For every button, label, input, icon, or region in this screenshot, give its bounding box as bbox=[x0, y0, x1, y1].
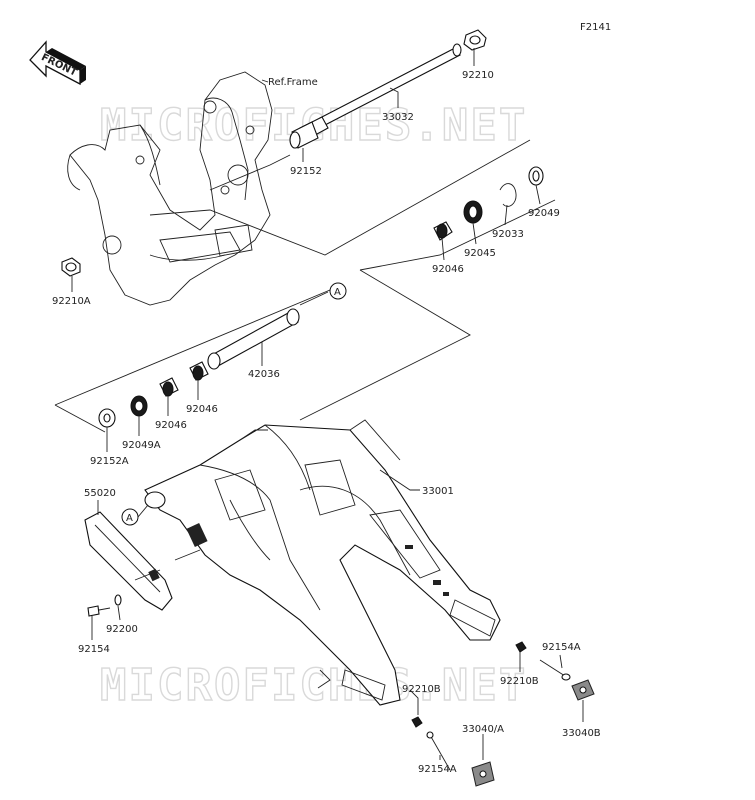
nut-92210a bbox=[61, 257, 81, 277]
chain-adjuster-33040a bbox=[471, 761, 495, 787]
part-label-92045: 92045 bbox=[464, 248, 496, 259]
nut-92210-top bbox=[463, 29, 487, 51]
bearing-stack-right bbox=[433, 166, 544, 241]
sleeve-42036 bbox=[207, 308, 300, 370]
part-label-92154a-bottom: 92154A bbox=[418, 764, 457, 775]
frame-reference bbox=[67, 71, 273, 306]
nut-92210b-left bbox=[411, 716, 423, 728]
chain-adjuster-33040b bbox=[571, 679, 595, 701]
callout-a-bottom: A bbox=[121, 504, 149, 526]
part-label-92152: 92152 bbox=[290, 166, 322, 177]
nut-92210b-right bbox=[515, 641, 527, 653]
leader-lines bbox=[71, 48, 584, 760]
bolt-92154a-bottom bbox=[426, 731, 451, 771]
part-label-92200: 92200 bbox=[106, 624, 138, 635]
part-label-55020: 55020 bbox=[84, 488, 116, 499]
bolt-92154-left bbox=[87, 605, 111, 617]
part-label-92033: 92033 bbox=[492, 229, 524, 240]
part-label-92049a: 92049A bbox=[122, 440, 161, 451]
part-label-33040a: 33040/A bbox=[462, 724, 504, 735]
explode-guides bbox=[54, 139, 556, 433]
part-label-92210b-right: 92210B bbox=[500, 676, 539, 687]
part-label-92210b-left: 92210B bbox=[402, 684, 441, 695]
callout-a-top-text: A bbox=[334, 287, 341, 298]
chain-guard-55020 bbox=[84, 511, 208, 611]
part-label-42036: 42036 bbox=[248, 369, 280, 380]
washer-92200 bbox=[114, 594, 122, 606]
swingarm-33001 bbox=[144, 419, 501, 706]
part-label-33032: 33032 bbox=[382, 112, 414, 123]
part-label-33040b: 33040B bbox=[562, 728, 601, 739]
part-label-92154a-right: 92154A bbox=[542, 642, 581, 653]
part-label-92210: 92210 bbox=[462, 70, 494, 81]
watermark-bottom: MICROFICHES.NET bbox=[100, 660, 527, 711]
part-label-33001: 33001 bbox=[422, 486, 454, 497]
bearing-stack-left bbox=[98, 361, 209, 428]
part-label-92046-right: 92046 bbox=[432, 264, 464, 275]
figure-code: F2141 bbox=[580, 22, 611, 33]
part-label-92152a: 92152A bbox=[90, 456, 129, 467]
ref-frame-label: Ref.Frame bbox=[268, 77, 318, 88]
part-label-92046-left2: 92046 bbox=[155, 420, 187, 431]
callout-a-top: A bbox=[299, 282, 347, 306]
part-label-92154: 92154 bbox=[78, 644, 110, 655]
bolt-92154a-right bbox=[539, 659, 571, 681]
part-label-92046-left1: 92046 bbox=[186, 404, 218, 415]
part-label-92210a: 92210A bbox=[52, 296, 91, 307]
part-label-92049: 92049 bbox=[528, 208, 560, 219]
collar-92152 bbox=[289, 121, 319, 149]
callout-a-bottom-text: A bbox=[126, 513, 133, 524]
front-arrow-icon: FRONT bbox=[29, 40, 86, 86]
